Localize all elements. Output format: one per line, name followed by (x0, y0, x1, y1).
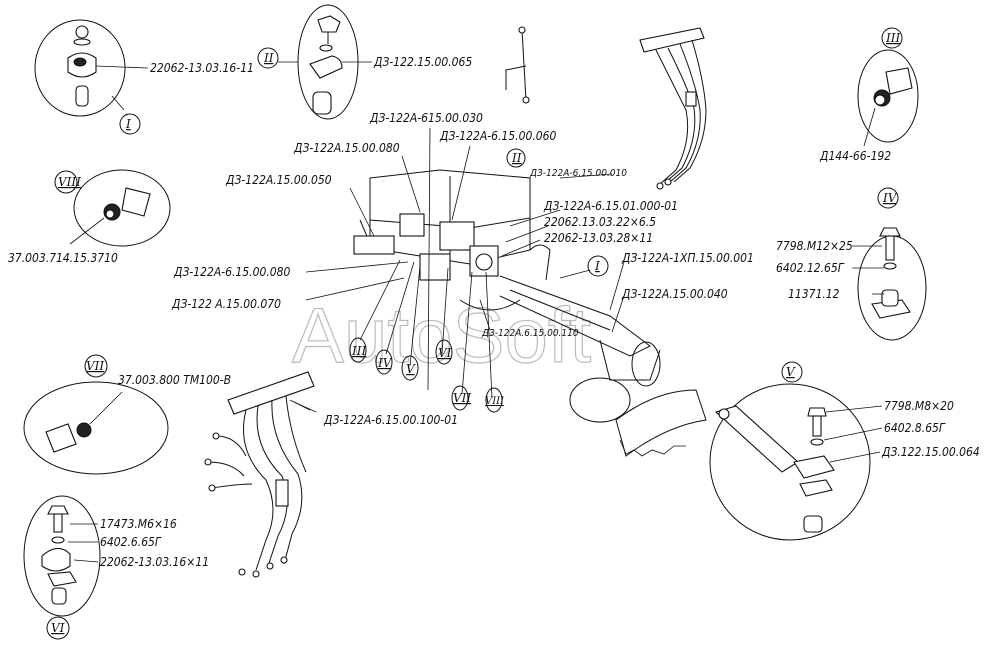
detail-VII (23, 354, 169, 475)
label-c5: 7798.М12×25 (776, 239, 853, 253)
roman-r6: VI (51, 621, 65, 635)
label-m1: ДЗ-122А-615.00.030 (369, 111, 483, 125)
roman-r8: VIII (58, 175, 81, 189)
label-m13: ДЗ-122А.6.15.00.110 (481, 328, 579, 339)
detail-VIII (54, 169, 171, 247)
detail-IV (852, 187, 927, 341)
label-m12: ДЗ-122А.15.00.040 (621, 287, 728, 301)
label-m9: ДЗ-122А-6.15.00.080 (173, 265, 290, 279)
detail-II (257, 4, 372, 120)
detail-VI (23, 495, 101, 640)
label-m14: ДЗ-122А-6.15.00.100-01 (323, 413, 458, 427)
label-c14: 22062-13.03.16×11 (100, 555, 209, 569)
roman-r7: VII (86, 359, 104, 373)
detail-I (34, 19, 149, 135)
roman-r1: I (125, 117, 131, 131)
roman-b6: VI (438, 346, 452, 360)
roman-b8: VIII (485, 396, 505, 407)
roman-r2: II (263, 51, 274, 65)
wire-harness-top (505, 26, 707, 190)
label-m5: ДЗ-122А-6.15.00.010 (529, 168, 627, 179)
detail-III (857, 27, 919, 147)
label-c2: ДЗ-122.15.00.065 (373, 55, 472, 69)
roman-b3: III (351, 344, 366, 358)
label-m2: ДЗ-122А-6.15.00.060 (439, 129, 556, 143)
label-m6: ДЗ-122А-6.15.01.000-01 (543, 199, 678, 213)
label-m10: ДЗ-122А-1ХП.15.00.001 (621, 251, 754, 265)
label-c13: 6402.6.65Г (100, 535, 162, 549)
roman-r3: III (885, 31, 900, 45)
roman-i2: I (594, 259, 600, 273)
label-c3: Д144-66-192 (819, 149, 891, 163)
label-c4: 37.003.714.15.3710 (8, 251, 118, 265)
label-c12: 17473.М6×16 (100, 517, 177, 531)
roman-b5: V (406, 362, 416, 376)
roman-r5: V (786, 365, 796, 379)
roman-r4: IV (882, 191, 898, 205)
label-c9: 7798.М8×20 (884, 399, 954, 413)
label-m3: ДЗ-122А.15.00.080 (293, 141, 400, 155)
roman-b4: IV (377, 356, 393, 370)
detail-V (709, 361, 883, 541)
grader-machine (289, 127, 707, 457)
label-c8: 37.003.800 ТМ100-В (118, 373, 231, 387)
roman-b7: VII (453, 391, 471, 405)
watermark: AutoSoft (292, 291, 592, 379)
label-c7: 11371.12 (788, 287, 840, 301)
label-m4: ДЗ-122А.15.00.050 (225, 173, 332, 187)
label-m8: 22062-13.03.28×11 (544, 231, 653, 245)
label-c11: ДЗ.122.15.00.064 (881, 445, 980, 459)
wire-harness-bottom (204, 371, 317, 578)
label-m7: 22062.13.03.22×6.5 (544, 215, 656, 229)
roman-i1: II (511, 151, 522, 165)
label-m11: ДЗ-122 А.15.00.070 (171, 297, 281, 311)
label-c1: 22062-13.03.16-11 (150, 61, 254, 75)
label-c10: 6402.8.65Г (884, 421, 946, 435)
label-c6: 6402.12.65Г (776, 261, 845, 275)
